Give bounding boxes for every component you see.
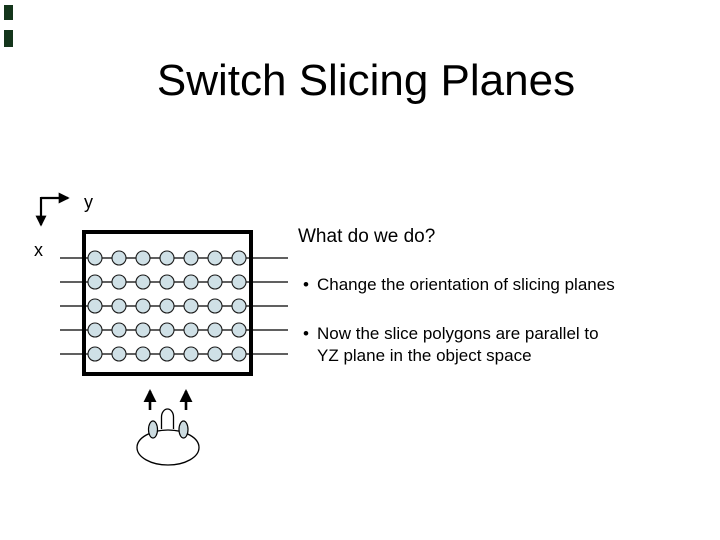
voxel-circle xyxy=(87,274,103,290)
voxel-grid xyxy=(87,250,247,362)
voxel-circle xyxy=(231,298,247,314)
ear-right xyxy=(178,420,189,439)
bullet-marker: • xyxy=(303,324,309,343)
bullet-marker: • xyxy=(303,275,309,294)
voxel-circle xyxy=(111,346,127,362)
voxel-circle xyxy=(111,274,127,290)
axis-label-y: y xyxy=(84,192,93,212)
voxel-circle xyxy=(231,250,247,266)
voxel-circle xyxy=(231,274,247,290)
voxel-circle xyxy=(111,322,127,338)
voxel-circle xyxy=(87,250,103,266)
question-heading: What do we do? xyxy=(298,226,436,247)
voxel-circle xyxy=(207,298,223,314)
voxel-circle xyxy=(183,346,199,362)
bullet-text-line-2: YZ plane in the object space xyxy=(317,346,532,365)
voxel-circle xyxy=(159,346,175,362)
ear-left xyxy=(147,420,159,439)
voxel-circle xyxy=(159,298,175,314)
bullet-text: Now the slice polygons are parallel to Y… xyxy=(317,323,599,367)
voxel-circle xyxy=(207,322,223,338)
voxel-circle xyxy=(207,346,223,362)
bullet-text: Change the orientation of slicing planes xyxy=(317,275,615,294)
voxel-circle xyxy=(231,322,247,338)
voxel-circle xyxy=(231,346,247,362)
corner-mark-bottom xyxy=(4,30,13,47)
bullet-item-2: • Now the slice polygons are parallel to… xyxy=(303,323,599,367)
slide-title: Switch Slicing Planes xyxy=(156,56,576,105)
bullet-item-1: • Change the orientation of slicing plan… xyxy=(303,274,615,296)
voxel-circle xyxy=(159,274,175,290)
bullet-text-line-1: Now the slice polygons are parallel to xyxy=(317,324,599,343)
slide-edge-marks xyxy=(4,5,13,47)
voxel-circle xyxy=(183,322,199,338)
corner-mark-top xyxy=(4,5,13,20)
voxel-circle xyxy=(183,250,199,266)
voxel-circle xyxy=(87,322,103,338)
axis-label-x: x xyxy=(34,240,43,260)
voxel-circle xyxy=(135,346,151,362)
voxel-circle xyxy=(135,322,151,338)
volume-box xyxy=(82,230,253,376)
voxel-circle xyxy=(183,298,199,314)
axis-glyph: y x xyxy=(34,192,93,260)
voxel-circle xyxy=(111,298,127,314)
voxel-circle xyxy=(87,298,103,314)
observer-figure xyxy=(136,389,200,466)
voxel-circle xyxy=(159,250,175,266)
voxel-circle xyxy=(135,250,151,266)
voxel-circle xyxy=(135,298,151,314)
nose-shape xyxy=(160,408,175,429)
voxel-circle xyxy=(135,274,151,290)
head-ellipse xyxy=(136,429,200,466)
voxel-circle xyxy=(207,274,223,290)
voxel-circle xyxy=(159,322,175,338)
voxel-circle xyxy=(111,250,127,266)
voxel-circle xyxy=(183,274,199,290)
voxel-circle xyxy=(207,250,223,266)
voxel-circle xyxy=(87,346,103,362)
